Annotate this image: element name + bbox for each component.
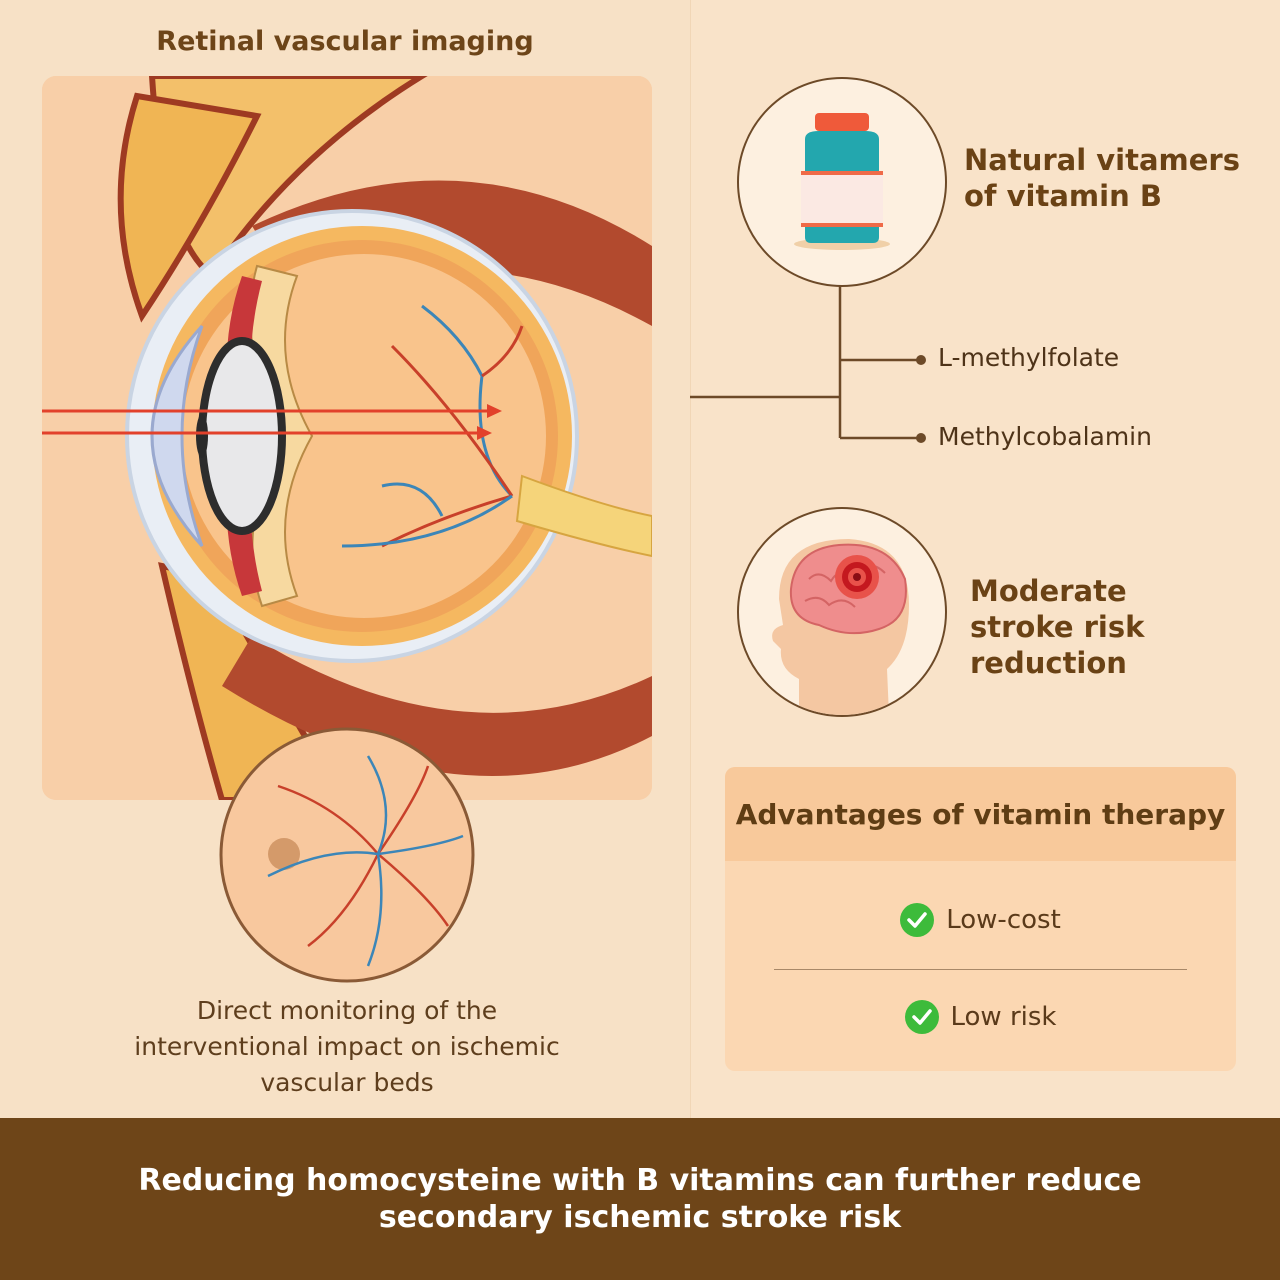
footer-banner: Reducing homocysteine with B vitamins ca… [0,1118,1280,1280]
advantages-heading: Advantages of vitamin therapy [725,767,1236,861]
brain-circle [737,507,947,717]
advantages-card: Advantages of vitamin therapy Low-cost L… [725,767,1236,1071]
vitamer-item-methylcobalamin: Methylcobalamin [938,422,1152,451]
stroke-heading: Moderate stroke risk reduction [970,574,1145,680]
retinal-imaging-title: Retinal vascular imaging [156,26,534,57]
check-icon [904,1000,939,1034]
footer-conclusion: Reducing homocysteine with B vitamins ca… [138,1163,1142,1235]
advantage-item-low-cost: Low-cost [725,903,1236,937]
retinal-imaging-caption: Direct monitoring of the interventional … [134,996,560,1097]
advantages-divider [774,969,1187,970]
eye-illustration-card [42,76,652,800]
eye-cross-section-icon [42,76,652,800]
advantage-item-low-risk: Low risk [725,1000,1236,1034]
vitamin-bottle-icon [794,113,890,250]
vitamer-item-l-methylfolate: L-methylfolate [938,343,1120,372]
connector-lines [690,280,926,443]
fundus-image-icon [219,727,475,983]
check-icon [900,903,935,937]
vitamers-heading: Natural vitamers of vitamin B [964,143,1240,213]
brain-head-icon [772,539,909,715]
advantage-label: Low-cost [946,905,1061,935]
advantage-label: Low risk [950,1002,1057,1032]
vitamin-bottle-circle [737,77,947,287]
